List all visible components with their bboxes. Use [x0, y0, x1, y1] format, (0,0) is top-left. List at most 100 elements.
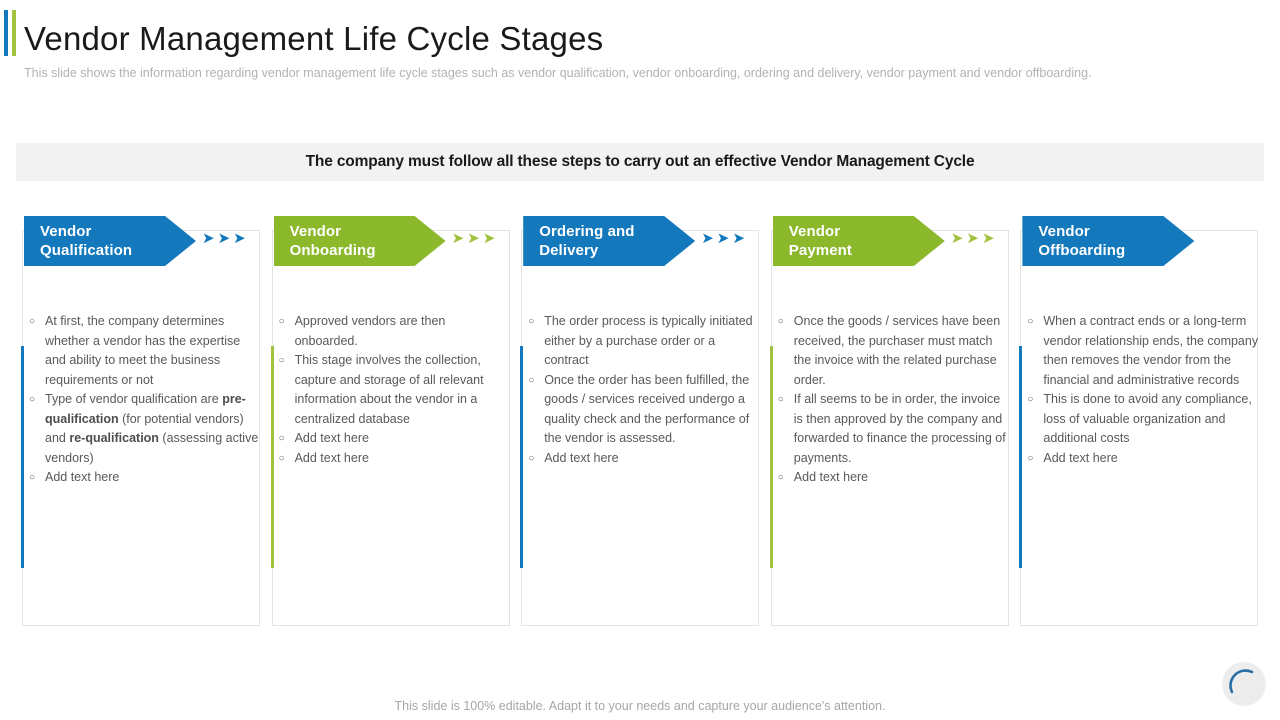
stage-title-line-1: Vendor [1038, 223, 1090, 240]
chevron-right-icon: ➤ [966, 230, 979, 247]
bullet-circle-icon: ○ [29, 316, 36, 327]
accent-bar-blue [4, 10, 8, 56]
list-item-text: Approved vendors are then onboarded. [294, 314, 446, 348]
accent-bar-green [12, 10, 16, 56]
bullet-circle-icon: ○ [278, 355, 285, 366]
stage-chevron-group: ➤➤➤ [701, 231, 745, 246]
chevron-right-icon: ➤ [981, 230, 995, 247]
bullet-circle-icon: ○ [528, 452, 535, 464]
stage-bullet-list: ○ Once the goods / services have been rec… [777, 312, 1009, 488]
stage-bullet-list: ○ Approved vendors are then onboarded. ○ Th… [278, 312, 510, 468]
bullet-circle-icon: ○ [528, 374, 535, 386]
stage-title-line-1: Ordering and [539, 223, 635, 240]
list-item: ○ Approved vendors are then onboarded. [278, 312, 510, 351]
instruction-banner-text: The company must follow all these steps … [305, 153, 975, 170]
chevron-right-icon: ➤ [950, 230, 964, 247]
bullet-circle-icon: ○ [29, 472, 36, 483]
list-item-text: This stage involves the collection, capt… [294, 353, 484, 426]
stage-title-line-2: Delivery [539, 242, 599, 259]
list-item-text: Add text here [1043, 450, 1118, 465]
list-item-text: At first, the company determines whether… [45, 314, 241, 387]
stage-bullet-list: ○ When a contract ends or a long-term ven… [1026, 312, 1258, 468]
list-item-text: Add text here [544, 450, 619, 465]
list-item: ○ If all seems to be in order, the invoic… [777, 390, 1009, 468]
footer-note: This slide is 100% editable. Adapt it to… [394, 699, 886, 713]
list-item: ○ This is done to avoid any compliance, l… [1026, 390, 1258, 449]
corner-spinner-arc-icon [1229, 669, 1254, 694]
bullet-circle-icon: ○ [777, 472, 784, 483]
list-item-text: The order process is typically initiated… [544, 314, 753, 367]
chevron-right-icon: ➤ [716, 230, 730, 247]
list-item: ○ Type of vendor qualification are pre-qu… [28, 390, 260, 468]
list-item-text: If all seems to be in order, the invoice… [793, 392, 1006, 465]
chevron-right-icon: ➤ [701, 230, 714, 247]
list-item: ○ Add text here [278, 449, 510, 469]
stage-accent-bar [1019, 346, 1023, 568]
stage-bullet-list: ○ The order process is typically initiate… [527, 312, 759, 468]
list-item: ○Once the goods / services have been rec… [777, 312, 1009, 390]
bullet-circle-icon: ○ [278, 452, 285, 464]
stage-card [271, 230, 510, 626]
list-item-text: Add text here [294, 431, 369, 445]
stage-accent-bar [769, 346, 773, 568]
bullet-circle-icon: ○ [1027, 452, 1034, 464]
bullet-circle-icon: ○ [528, 316, 535, 327]
chevron-right-icon: ➤ [233, 230, 246, 247]
chevron-right-icon: ➤ [467, 230, 480, 247]
list-item-text: Type of vendor qualification are pre-qua… [45, 392, 259, 465]
stage-card [521, 230, 760, 626]
stage-card [770, 230, 1009, 626]
list-item-text: This is done to avoid any compliance, lo… [1043, 392, 1252, 445]
page-subtitle: This slide shows the information regardi… [24, 66, 1092, 80]
list-item: ○Add text here [777, 468, 1009, 488]
stage-card [22, 230, 260, 626]
list-item-text: Add text here [294, 450, 369, 465]
stage-accent-bar [520, 346, 524, 568]
stage-bullet-list: ○ At first, the company determines whethe… [28, 312, 260, 488]
title-accent-bars [4, 10, 16, 56]
list-item: ○ Add text here [1026, 449, 1258, 469]
bullet-circle-icon: ○ [1027, 316, 1034, 327]
bullet-circle-icon: ○ [1027, 394, 1034, 405]
instruction-banner: The company must follow all these steps … [16, 143, 1264, 181]
stage-chevron-group: ➤➤➤ [452, 231, 496, 246]
stage-title-line-1: Vendor [40, 223, 92, 240]
chevron-right-icon: ➤ [202, 230, 215, 247]
stage-title-line-2: Offboarding [1038, 242, 1126, 259]
list-item: ○ When a contract ends or a long-term ven… [1026, 312, 1258, 390]
stage-title-line-2: Onboarding [289, 242, 376, 259]
stage-card [1020, 230, 1259, 626]
bullet-circle-icon: ○ [29, 394, 36, 405]
chevron-right-icon: ➤ [482, 230, 496, 247]
stage-title-line-1: Vendor [788, 223, 841, 240]
stage-title-line-2: Payment [788, 242, 853, 259]
stage-chevron-group: ➤➤➤ [951, 231, 995, 246]
list-item-text: Add text here [45, 470, 120, 484]
list-item: ○ Add text here [28, 468, 260, 488]
stage-accent-bar [270, 346, 274, 568]
bullet-circle-icon: ○ [278, 316, 285, 327]
stage-chevron-group: ➤➤➤ [202, 231, 246, 246]
list-item-text: Once the order has been fulfilled, the g… [544, 372, 750, 446]
bullet-circle-icon: ○ [777, 394, 784, 405]
list-item-text: When a contract ends or a long-term vend… [1043, 314, 1259, 387]
list-item: ○ The order process is typically initiate… [527, 312, 759, 371]
stage-title-line-1: Vendor [289, 223, 342, 240]
list-item: ○ Add text here [527, 449, 759, 469]
list-item: ○ At first, the company determines whethe… [28, 312, 260, 390]
stage-accent-bar [21, 346, 24, 568]
chevron-right-icon: ➤ [732, 230, 745, 247]
list-item-text: Once the goods / services have been rece… [793, 314, 1001, 387]
